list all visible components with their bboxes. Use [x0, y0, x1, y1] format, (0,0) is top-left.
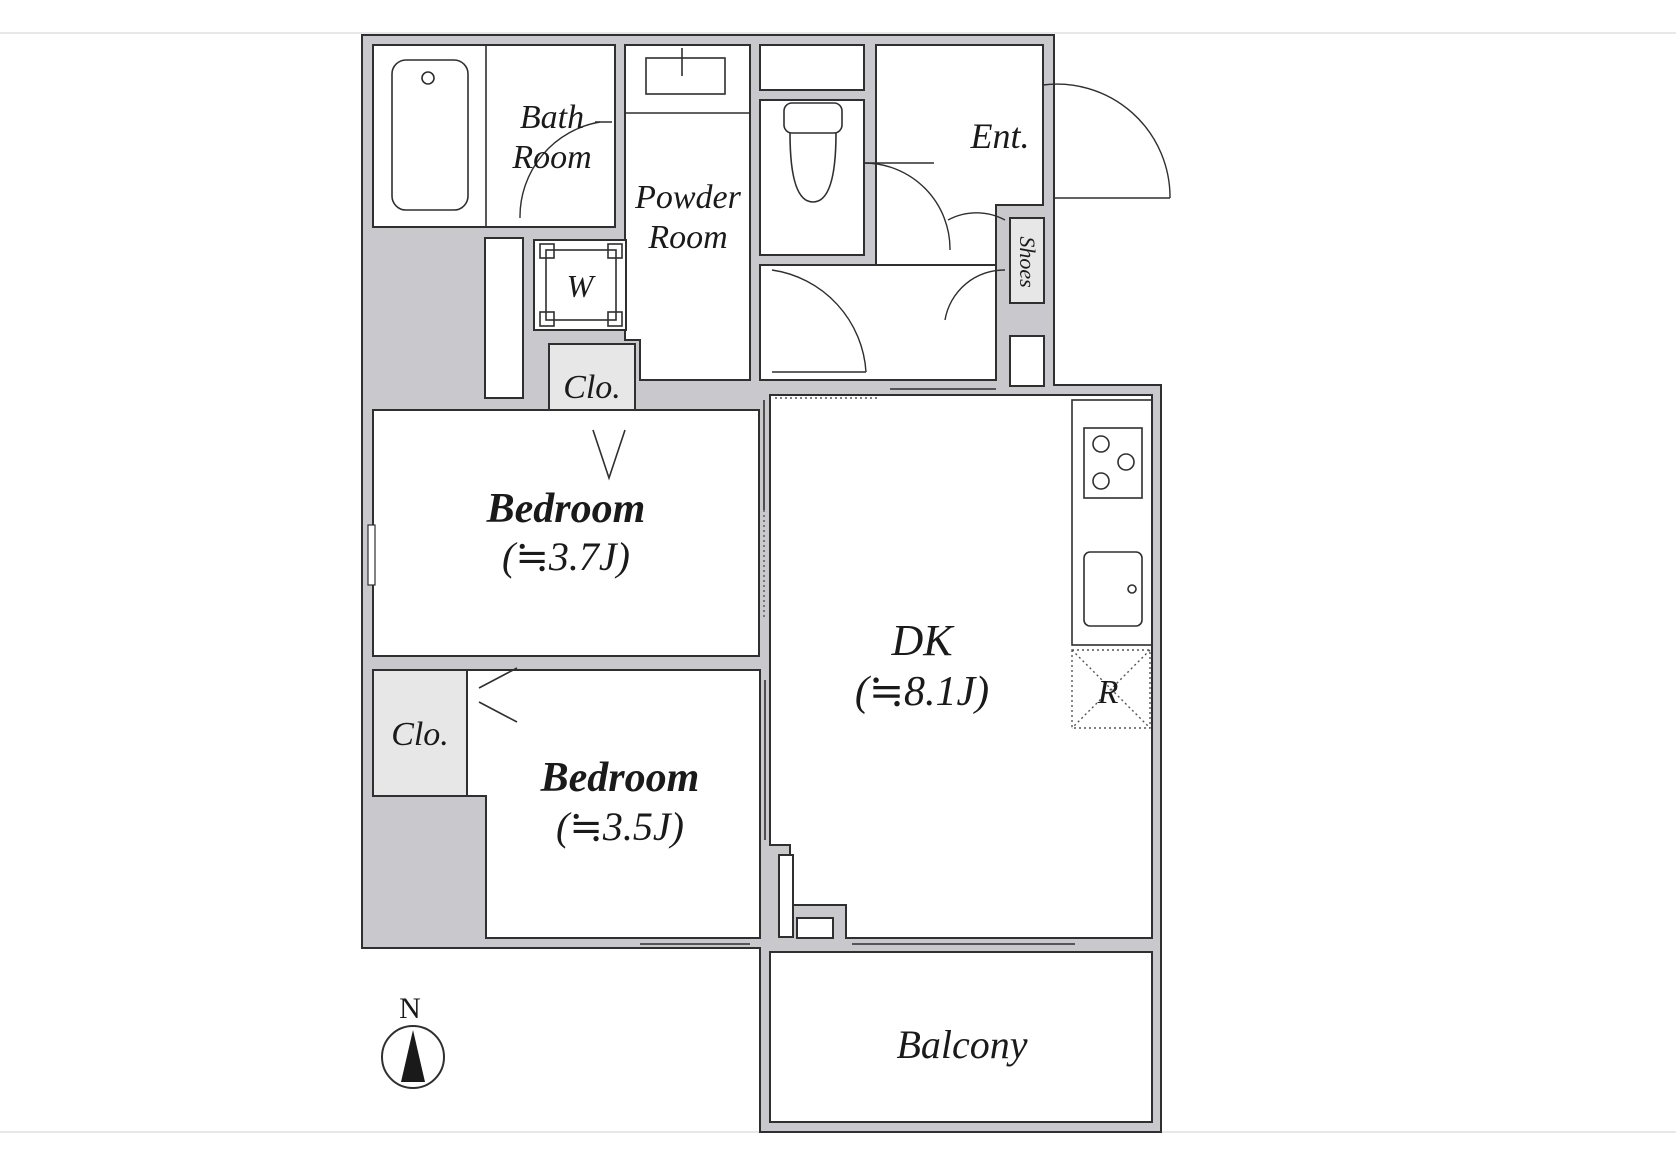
closet-left-label: Clo.	[391, 716, 449, 753]
entrance	[875, 44, 1044, 266]
bedroom-1-size: (≒3.7J)	[502, 534, 630, 579]
bedroom-2-size: (≒3.5J)	[556, 804, 684, 849]
powder-room	[624, 44, 751, 381]
washer-space	[533, 239, 627, 331]
bedroom-2-name: Bedroom	[540, 755, 700, 801]
compass-needle-icon	[401, 1030, 425, 1082]
washer-icon	[539, 243, 623, 327]
closet-top-label: Clo.	[563, 369, 621, 406]
rooms	[372, 44, 1153, 1123]
powder-room-label-2: Room	[647, 219, 727, 256]
stove-icon	[1083, 427, 1143, 499]
bedroom-1	[372, 409, 760, 657]
toilet-icon	[783, 102, 843, 203]
kitchen-counter	[1071, 399, 1153, 646]
fixtures	[367, 48, 1171, 945]
shoes-cabinet	[1009, 217, 1045, 304]
refrigerator-label: R	[1097, 674, 1119, 711]
kitchen-sink-icon	[1083, 551, 1143, 627]
bath-room-label-1: Bath	[520, 99, 584, 136]
dk-name: DK	[890, 616, 955, 665]
entrance-label: Ent.	[970, 116, 1030, 156]
bath-room	[372, 44, 616, 228]
sink-icon	[645, 57, 726, 95]
dk-size: (≒8.1J)	[855, 669, 989, 715]
hallway	[759, 264, 997, 381]
north-compass: N	[381, 992, 445, 1089]
bedroom-1-name: Bedroom	[486, 486, 646, 532]
bathtub-icon	[391, 59, 469, 211]
compass-label: N	[399, 992, 421, 1025]
balcony-label: Balcony	[896, 1022, 1027, 1067]
compass-circle-icon	[381, 1025, 445, 1089]
toilet-room	[759, 99, 865, 256]
refrigerator-icon	[1071, 649, 1151, 729]
bath-room-label-2: Room	[511, 139, 591, 176]
powder-room-label-1: Powder	[634, 179, 742, 216]
washer-label: W	[567, 268, 597, 304]
balcony	[769, 951, 1153, 1123]
shoes-label: Shoes	[1015, 236, 1040, 287]
closet-left	[372, 669, 468, 797]
